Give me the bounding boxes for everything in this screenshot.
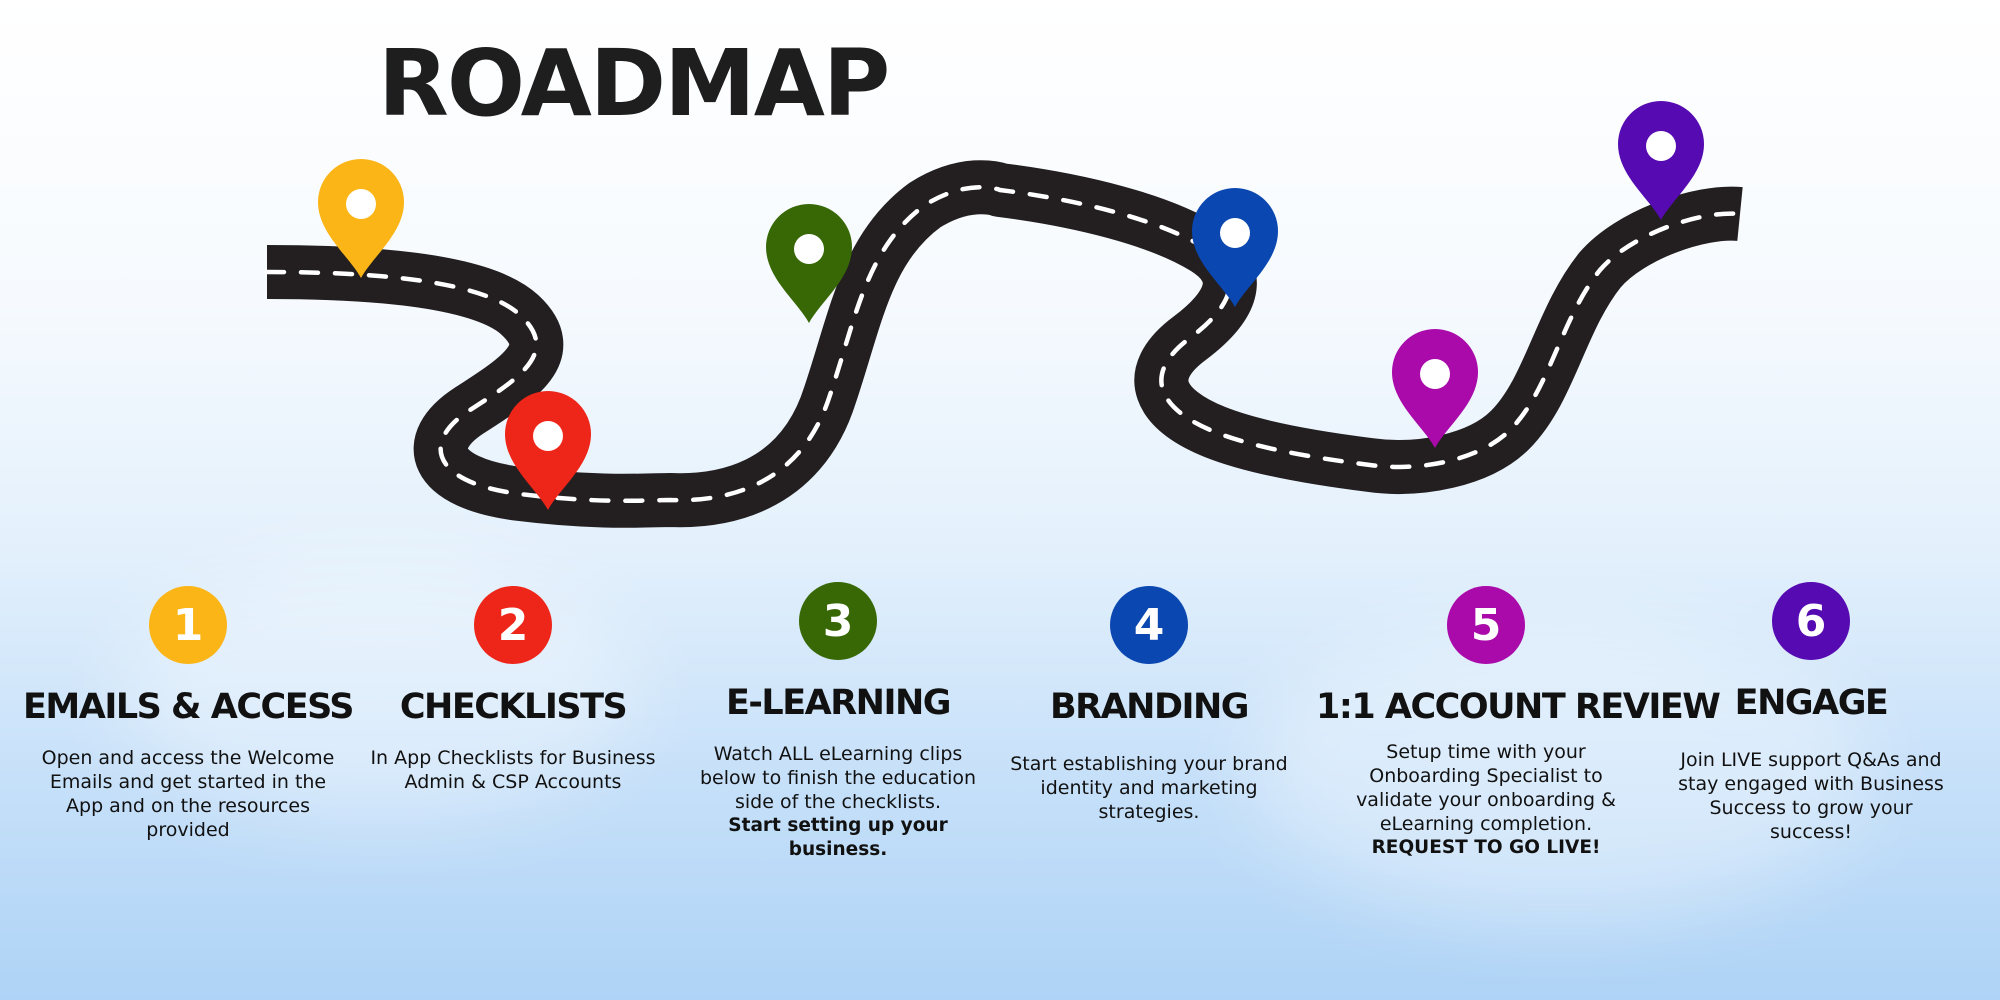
roadmap-step-branding: 4 BRANDING Start establishing your brand…: [979, 586, 1319, 824]
step-title: E-LEARNING: [725, 683, 952, 723]
step-number-badge: 5: [1447, 586, 1525, 664]
roadmap-step-engage: 6 ENGAGE Join LIVE support Q&As and stay…: [1641, 582, 1981, 844]
step-title: 1:1 ACCOUNT REVIEW: [1316, 687, 1721, 727]
step-number-badge: 2: [474, 586, 552, 664]
step-description-text: Start establishing your brand identity a…: [1010, 753, 1288, 823]
step-description-text: Join LIVE support Q&As and stay engaged …: [1678, 749, 1944, 843]
map-pin-hole: [1220, 218, 1250, 248]
step-description-text: Setup time with your Onboarding Speciali…: [1356, 741, 1616, 835]
map-pin-hole: [346, 189, 376, 219]
map-pin-icon: [318, 159, 404, 278]
map-pin-hole: [794, 234, 824, 264]
step-description: Start establishing your brand identity a…: [999, 752, 1299, 824]
step-number-badge: 3: [799, 582, 877, 660]
step-title: BRANDING: [1049, 687, 1250, 727]
roadmap-step-emails-access: 1 EMAILS & ACCESS Open and access the We…: [18, 586, 358, 842]
map-pin-hole: [533, 421, 563, 451]
step-description: Watch ALL eLearning clips below to finis…: [688, 742, 988, 862]
step-description: Open and access the Welcome Emails and g…: [38, 746, 338, 842]
step-description-text: In App Checklists for Business Admin & C…: [370, 747, 656, 793]
step-description-emphasis: Start setting up your business.: [728, 815, 948, 860]
page-title: ROADMAP: [378, 30, 890, 137]
step-description: In App Checklists for Business Admin & C…: [363, 746, 663, 794]
roadmap-step-elearning: 3 E-LEARNING Watch ALL eLearning clips b…: [668, 582, 1008, 862]
step-number-badge: 4: [1110, 586, 1188, 664]
map-pin-icon: [766, 204, 852, 323]
step-title: ENGAGE: [1734, 683, 1889, 723]
step-title: EMAILS & ACCESS: [23, 687, 354, 727]
road-path: [266, 160, 1743, 528]
step-description-text: Open and access the Welcome Emails and g…: [41, 747, 335, 841]
step-number-badge: 1: [149, 586, 227, 664]
step-number-badge: 6: [1772, 582, 1850, 660]
step-description-text: Watch ALL eLearning clips below to finis…: [699, 743, 977, 813]
map-pin-hole: [1420, 359, 1450, 389]
map-pin-icon: [1392, 329, 1478, 448]
roadmap-step-account-review: 5 1:1 ACCOUNT REVIEW Setup time with you…: [1316, 586, 1721, 860]
step-description: Setup time with your Onboarding Speciali…: [1336, 740, 1636, 860]
map-pin-icon: [1192, 188, 1278, 307]
step-description: Join LIVE support Q&As and stay engaged …: [1671, 748, 1951, 844]
map-pin-hole: [1646, 131, 1676, 161]
background-haze: [1250, 620, 1870, 920]
step-title: CHECKLISTS: [399, 687, 628, 727]
roadmap-step-checklists: 2 CHECKLISTS In App Checklists for Busin…: [343, 586, 683, 794]
step-description-emphasis: REQUEST TO GO LIVE!: [1371, 837, 1601, 858]
map-pin-icon: [505, 391, 591, 510]
map-pin-icon: [1618, 101, 1704, 220]
road-center-dashes: [264, 184, 1743, 504]
